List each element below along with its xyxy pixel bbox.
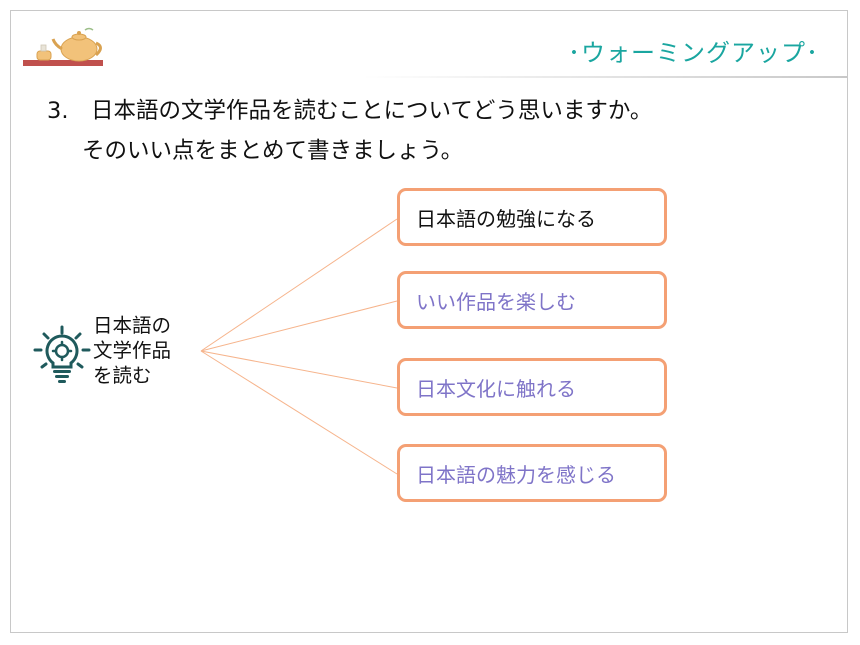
lightbulb-gear-icon [33,325,91,383]
branch-enjoy-works: いい作品を楽しむ [397,271,667,329]
center-line-1: 日本語の [93,314,172,337]
shelf-decoration [23,60,103,66]
connector-4 [200,350,398,475]
branch-charm-of-japanese: 日本語の魅力を感じる [397,444,667,502]
question-number: 3. [47,98,69,124]
question-text-1: 日本語の文学作品を読むことについてどう思いますか。 [91,98,653,124]
connector-1 [200,218,398,352]
center-line-2: 文学作品 [93,339,172,362]
branch-label: 日本文化に触れる [416,376,576,401]
connector-2 [200,300,398,352]
teapot-icon [36,27,102,62]
center-node-text: 日本語の 文学作品 を読む [93,313,171,388]
connector-3 [200,350,398,389]
branch-label: 日本語の勉強になる [416,206,596,231]
mindmap-center-node: 日本語の 文学作品 を読む [33,313,213,393]
question-text-2: そのいい点をまとめて書きましょう。 [82,138,464,164]
mindmap-connectors [200,218,398,475]
header-divider [363,76,847,78]
slide: ･ウォーミングアップ･ 3. 日本語の文学作品を読むことについてどう思いますか。 … [10,10,848,633]
branch-japanese-culture: 日本文化に触れる [397,358,667,416]
center-line-3: を読む [93,364,152,387]
header-title: ･ウォーミングアップ･ [568,39,819,67]
question-line-1: 3. 日本語の文学作品を読むことについてどう思いますか。 [47,91,652,131]
branch-label: いい作品を楽しむ [416,289,576,314]
branch-label: 日本語の魅力を感じる [416,462,616,487]
branch-study-japanese: 日本語の勉強になる [397,188,667,246]
question: 3. 日本語の文学作品を読むことについてどう思いますか。 そのいい点をまとめて書き… [47,91,652,171]
